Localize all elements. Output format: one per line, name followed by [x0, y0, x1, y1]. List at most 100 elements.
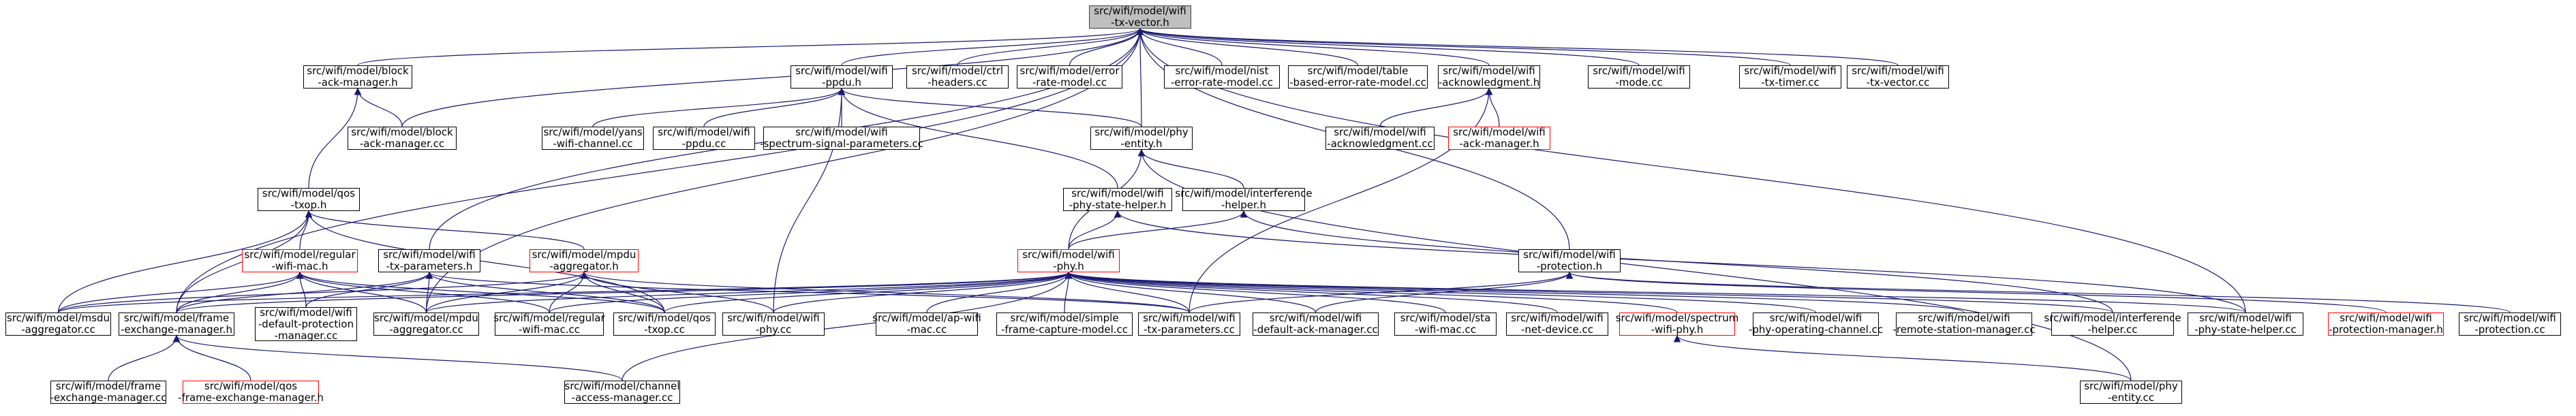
node-wifi-ppdu-h[interactable]: src/wifi/model/wifi-ppdu.h	[791, 65, 893, 89]
edge-wifi_mode_cc-to-root	[1136, 27, 1640, 66]
edge-wifi_default_protection_manager_cc-to-wifi_tx_parameters_h	[305, 271, 433, 308]
node-regular-wifi-mac-cc[interactable]: src/wifi/model/regular-wifi-mac.cc	[493, 312, 605, 336]
edge-interference_helper_cc-to-wifi_phy_h	[1065, 271, 2113, 313]
edge-msdu_aggregator_cc-to-regular_wifi_mac_h	[57, 271, 304, 313]
edge-wifi_tx_parameters_cc-to-wifi_phy_h	[1064, 271, 1190, 313]
edge-wifi_acknowledgment_cc-to-wifi_acknowledgment_h	[1379, 87, 1493, 127]
node-wifi-remote-station-manager-cc[interactable]: src/wifi/model/wifi-remote-station-manag…	[1892, 312, 2036, 336]
edge-msdu_aggregator_cc-to-qos_txop_h	[57, 210, 313, 313]
edge-wifi_tx_timer_cc-to-root	[1136, 27, 1791, 66]
edge-msdu_aggregator_cc-to-mpdu_aggregator_h	[57, 271, 588, 313]
node-qos-txop-h[interactable]: src/wifi/model/qos-txop.h	[258, 188, 360, 211]
node-regular-wifi-mac-h[interactable]: src/wifi/model/regular-wifi-mac.h	[242, 249, 358, 272]
node-wifi-ppdu-cc[interactable]: src/wifi/model/wifi-ppdu.cc	[653, 127, 755, 150]
edge-wifi_ppdu_h-to-root	[841, 27, 1144, 66]
edge-wifi_tx_vector_cc-to-root	[1137, 27, 1899, 66]
node-wifi-tx-timer-cc[interactable]: src/wifi/model/wifi-tx-timer.cc	[1739, 65, 1841, 89]
edge-wifi_phy_h-to-wifi_phy_state_helper_h	[1068, 210, 1122, 250]
node-ap-wifi-mac-cc[interactable]: src/wifi/model/ap-wifi-mac.cc	[872, 312, 981, 336]
edge-wifi_phy_h-to-interference_helper_h	[1068, 210, 1248, 250]
edge-wifi_default_ack_manager_cc-to-wifi_phy_h	[1064, 271, 1317, 313]
node-error-rate-model-cc[interactable]: src/wifi/model/error-rate-model.cc	[1017, 65, 1122, 89]
edge-wifi_tx_parameters_cc-to-mpdu_aggregator_h	[580, 271, 1190, 313]
node-wifi-phy-cc[interactable]: src/wifi/model/wifi-phy.cc	[722, 313, 825, 336]
node-wifi-phy-state-helper-cc[interactable]: src/wifi/model/wifi-phy-state-helper.cc	[2188, 313, 2303, 336]
edge-wifi_ppdu_cc-to-wifi_ppdu_h	[703, 87, 846, 127]
node-wifi-mode-cc[interactable]: src/wifi/model/wifi-mode.cc	[1588, 65, 1690, 89]
node-interference-helper-cc[interactable]: src/wifi/model/interference-helper.cc	[2044, 312, 2181, 336]
node-qos-txop-cc[interactable]: src/wifi/model/qos-txop.cc	[613, 313, 716, 336]
node-wifi-spectrum-signal-parameters-cc[interactable]: src/wifi/model/wifi-spectrum-signal-para…	[760, 126, 923, 150]
edge-wifi_acknowledgment_h-to-root	[1136, 27, 1490, 66]
node-msdu-aggregator-cc[interactable]: src/wifi/model/msdu-aggregator.cc	[5, 312, 111, 336]
node-interference-helper-h[interactable]: src/wifi/model/interference-helper.h	[1175, 187, 1313, 211]
edge-mpdu_aggregator_cc-to-wifi_phy_h	[425, 271, 1073, 313]
edge-ctrl_headers_cc-to-root	[957, 27, 1144, 66]
node-wifi-protection-h[interactable]: src/wifi/model/wifi-protection.h	[1518, 249, 1621, 272]
edge-wifi_protection_cc-to-wifi_protection_h	[1566, 271, 2511, 313]
edge-wifi_remote_station_manager_cc-to-wifi_phy_h	[1065, 271, 1965, 313]
node-wifi-acknowledgment-cc[interactable]: src/wifi/model/wifi-acknowledgment.cc	[1325, 127, 1435, 150]
node-wifi-tx-vector-cc[interactable]: src/wifi/model/wifi-tx-vector.cc	[1847, 65, 1949, 89]
edge-wifi_phy_state_helper_cc-to-wifi_phy_h	[1065, 271, 2246, 313]
edge-frame_exchange_manager_cc-to-frame_exchange_manager_h	[108, 334, 181, 381]
edge-msdu_aggregator_cc-to-wifi_phy_h	[57, 271, 1072, 313]
edge-qos_txop_cc-to-wifi_phy_h	[664, 271, 1073, 313]
node-wifi-protection-cc[interactable]: src/wifi/model/wifi-protection.cc	[2459, 313, 2561, 336]
edge-qos_frame_exchange_manager_h-to-frame_exchange_manager_h	[172, 334, 251, 381]
edge-block_ack_manager_cc-to-root	[401, 27, 1144, 127]
edge-phy_entity_h-to-wifi_ppdu_h	[838, 87, 1142, 127]
node-wifi-tx-parameters-cc[interactable]: src/wifi/model/wifi-tx-parameters.cc	[1138, 313, 1240, 336]
node-wifi-ack-manager-h[interactable]: src/wifi/model/wifi-ack-manager.h	[1448, 127, 1550, 150]
edge-wifi_phy_cc-to-mpdu_aggregator_h	[580, 271, 774, 313]
node-simple-frame-capture-model-cc[interactable]: src/wifi/model/simple-frame-capture-mode…	[996, 313, 1133, 336]
edge-wifi_phy_state_helper_h-to-wifi_ppdu_h	[838, 87, 1118, 189]
node-nist-error-rate-model-cc[interactable]: src/wifi/model/nist-error-rate-model.cc	[1164, 65, 1280, 89]
edge-phy_entity_cc-to-spectrum_wifi_phy_h	[1673, 334, 2132, 381]
edge-wifi_default_ack_manager_cc-to-wifi_protection_h	[1315, 271, 1574, 313]
node-wifi-phy-h[interactable]: src/wifi/model/wifi-phy.h	[1017, 249, 1120, 272]
node-spectrum-wifi-phy-h[interactable]: src/wifi/model/spectrum-wifi-phy.h	[1615, 312, 1739, 336]
edge-qos_txop_cc-to-qos_txop_h	[305, 210, 665, 313]
node-qos-frame-exchange-manager-h[interactable]: src/wifi/model/qos-frame-exchange-manage…	[178, 380, 324, 404]
node-wifi-acknowledgment-h[interactable]: src/wifi/model/wifi-acknowledgment.h	[1438, 65, 1540, 89]
node-wifi-tx-parameters-h[interactable]: src/wifi/model/wifi-tx-parameters.h	[378, 249, 480, 272]
node-ctrl-headers-cc[interactable]: src/wifi/model/ctrl-headers.cc	[906, 65, 1009, 89]
edge-phy_entity_h-to-root	[1136, 27, 1144, 127]
node-mpdu-aggregator-cc[interactable]: src/wifi/model/mpdu-aggregator.cc	[373, 312, 479, 336]
node-wifi-phy-state-helper-h[interactable]: src/wifi/model/wifi-phy-state-helper.h	[1063, 188, 1172, 211]
node-phy-entity-cc[interactable]: src/wifi/model/phy-entity.cc	[2080, 381, 2182, 404]
edge-channel_access_manager_cc-to-wifi_phy_h	[622, 271, 1073, 381]
edge-mpdu_aggregator_cc-to-regular_wifi_mac_h	[296, 271, 427, 313]
node-wifi-default-ack-manager-cc[interactable]: src/wifi/model/wifi-default-ack-manager.…	[1253, 312, 1379, 336]
edge-yans_wifi_channel_cc-to-wifi_ppdu_h	[592, 87, 846, 127]
edge-qos_txop_cc-to-regular_wifi_mac_h	[296, 271, 665, 313]
node-wifi-net-device-cc[interactable]: src/wifi/model/wifi-net-device.cc	[1506, 313, 1608, 336]
edge-wifi_protection_manager_h-to-wifi_protection_h	[1565, 271, 2387, 313]
node-root-wifi-tx-vector-h: src/wifi/model/wifi-tx-vector.h	[1089, 5, 1191, 29]
node-block-ack-manager-cc[interactable]: src/wifi/model/block-ack-manager.cc	[348, 127, 457, 150]
node-phy-entity-h[interactable]: src/wifi/model/phy-entity.h	[1090, 127, 1193, 150]
node-frame-exchange-manager-h[interactable]: src/wifi/model/frame-exchange-manager.h	[119, 313, 234, 336]
edge-frame_exchange_manager_h-to-wifi_tx_parameters_h	[176, 271, 433, 313]
node-wifi-phy-operating-channel-cc[interactable]: src/wifi/model/wifi-phy-operating-channe…	[1748, 312, 1884, 336]
edge-interference_helper_cc-to-interference_helper_h	[1240, 210, 2113, 313]
node-table-based-error-rate-model-cc[interactable]: src/wifi/model/table-based-error-rate-mo…	[1288, 65, 1428, 89]
edge-wifi_tx_parameters_cc-to-wifi_protection_h	[1189, 271, 1574, 313]
node-mpdu-aggregator-h[interactable]: src/wifi/model/mpdu-aggregator.h	[530, 249, 639, 272]
node-block-ack-manager-h[interactable]: src/wifi/model/block-ack-manager.h	[303, 65, 412, 89]
node-sta-wifi-mac-cc[interactable]: src/wifi/model/sta-wifi-mac.cc	[1394, 313, 1497, 336]
edge-mpdu_aggregator_h-to-qos_txop_h	[305, 210, 585, 250]
edge-qos_txop_h-to-block_ack_manager_h	[308, 87, 362, 189]
node-yans-wifi-channel-cc[interactable]: src/wifi/model/yans-wifi-channel.cc	[542, 127, 644, 150]
node-wifi-default-protection-manager-cc[interactable]: src/wifi/model/wifi-default-protection-m…	[255, 306, 357, 341]
edge-block_ack_manager_cc-to-block_ack_manager_h	[354, 87, 403, 127]
node-channel-access-manager-cc[interactable]: src/wifi/model/channel-access-manager.cc	[564, 380, 680, 404]
edge-channel_access_manager_cc-to-frame_exchange_manager_h	[172, 334, 623, 381]
edge-frame_exchange_manager_h-to-wifi_phy_h	[176, 271, 1072, 313]
node-frame-exchange-manager-cc[interactable]: src/wifi/model/frame-exchange-manager.cc	[50, 380, 167, 404]
edge-wifi_net_device_cc-to-wifi_phy_h	[1064, 271, 1558, 313]
edge-block_ack_manager_h-to-root	[357, 27, 1144, 66]
node-wifi-protection-manager-h[interactable]: src/wifi/model/wifi-protection-manager.h	[2328, 312, 2444, 336]
